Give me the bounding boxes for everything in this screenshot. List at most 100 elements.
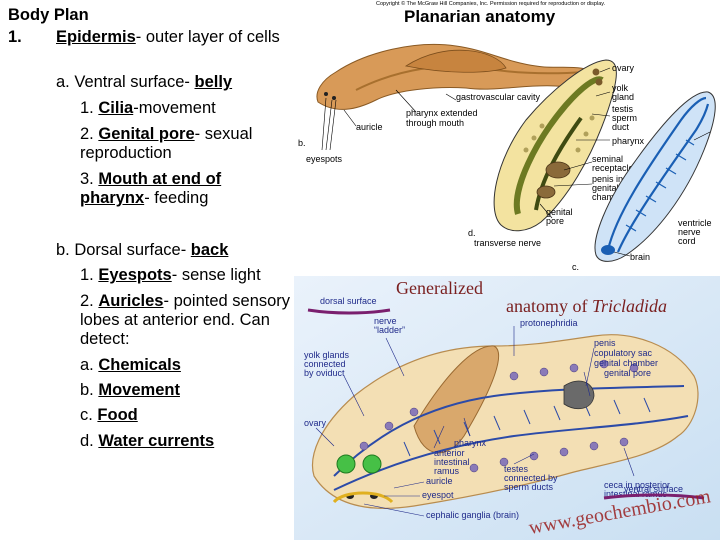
label-ramus: ramus (434, 466, 460, 476)
label-seminal: seminal (592, 154, 623, 164)
label-pharynx-extended: pharynx extended (406, 108, 478, 118)
label-brain: brain (630, 252, 650, 262)
item-num: 2. (80, 125, 99, 143)
label-chamber: chamber (592, 192, 627, 202)
copyright-notice: Copyright © The McGraw Hill Companies, I… (376, 0, 606, 7)
label-intestinal: intestinal (434, 457, 470, 467)
ventral-item-mouth: 3. Mouth at end of pharynx- feeding (80, 170, 260, 208)
label-transverse-nerve: transverse nerve (474, 238, 541, 248)
label-nerve: nerve (678, 227, 701, 237)
label-genital-2: genital (546, 207, 573, 217)
item-desc: - pointed sensory lobes at anterior end.… (80, 292, 291, 348)
label-duct: duct (612, 122, 630, 132)
planarian-whole-body (316, 43, 597, 110)
item-desc: - sexual reproduction (80, 125, 253, 162)
item-number: 1. (8, 28, 22, 46)
term-eyespots: Eyespots (98, 266, 172, 284)
label-auricle: auricle (356, 122, 383, 132)
tricladida-anatomy-figure: Generalized anatomy of Tricladida dorsal… (294, 276, 720, 540)
label-c: c. (572, 262, 579, 272)
label-cephalic-ganglia: cephalic ganglia (brain) (426, 510, 519, 520)
item-num: 3. (80, 170, 99, 188)
label-ovary-2: ovary (304, 418, 327, 428)
item-num: c. (80, 406, 98, 424)
term-auricles: Auricles (98, 292, 164, 310)
term-cilia: Cilia (98, 99, 134, 117)
item-desc: -movement (133, 99, 216, 117)
item-desc: - feeding (144, 189, 209, 207)
label-sperm-ducts: sperm ducts (504, 482, 554, 492)
item-num: 1. (80, 266, 99, 284)
detect-item-food: c. Food (80, 406, 138, 425)
term-movement: Movement (98, 381, 180, 399)
epidermis-item: Epidermis- outer layer of cells (56, 28, 286, 47)
label-eyespots: eyespots (306, 154, 343, 164)
ventral-surface-banner (603, 493, 705, 500)
ventral-item-cilia: 1. Cilia-movement (80, 99, 290, 118)
label-ventral-surface: ventral surface (624, 484, 683, 494)
item-num: 1. (80, 99, 99, 117)
term-genital-pore: Genital pore (98, 125, 195, 143)
dorsal-heading: b. Dorsal surface- back (56, 241, 228, 260)
label-d: d. (468, 228, 476, 238)
label-pharynx: pharynx (612, 136, 645, 146)
fig2-title-1: Generalized (396, 278, 483, 298)
label-sperm: sperm (612, 113, 637, 123)
planarian-anatomy-figure: Copyright © The McGraw Hill Companies, I… (296, 0, 720, 276)
label-testis: testis (612, 104, 634, 114)
label-pore: pore (546, 216, 564, 226)
dorsal-surface-banner (307, 308, 391, 315)
ventral-prefix: a. Ventral surface- (56, 73, 195, 91)
label-connected-by: connected by (504, 473, 558, 483)
label-eyespot: eyespot (422, 490, 454, 500)
label-penis-in: penis in (592, 174, 623, 184)
label-genital-pore: genital pore (604, 368, 651, 378)
term-water-currents: Water currents (98, 432, 215, 450)
term-chemicals: Chemicals (98, 356, 181, 374)
item-desc: - sense light (171, 266, 261, 284)
epidermis-desc: - outer layer of cells (135, 28, 280, 46)
label-b: b. (298, 138, 306, 148)
label-copulatory-sac: copulatory sac (594, 348, 653, 358)
fig2-title-3: Tricladida (592, 296, 667, 316)
fig2-title-2a: anatomy of (506, 296, 592, 316)
page-title: Body Plan (8, 6, 89, 24)
label-nerve-2: nerve (374, 316, 397, 326)
tricladida-body (311, 334, 699, 509)
label-testes: testes (504, 464, 529, 474)
label-yolk: yolk (612, 83, 629, 93)
label-anterior: anterior (434, 448, 465, 458)
term-back: back (190, 241, 229, 259)
item-num: d. (80, 432, 99, 450)
ventral-item-genital-pore: 2. Genital pore- sexual reproduction (80, 125, 290, 163)
term-epidermis: Epidermis (56, 28, 136, 46)
item-num: 2. (80, 292, 99, 310)
ventral-heading: a. Ventral surface- belly (56, 73, 232, 92)
item-num: b. (80, 381, 99, 399)
label-cord: cord (678, 236, 696, 246)
label-through-mouth: through mouth (406, 118, 464, 128)
label-pharynx-2: pharynx (454, 438, 487, 448)
label-gastrovascular-cavity: gastrovascular cavity (456, 92, 541, 102)
label-ventricle: ventricle (678, 218, 712, 228)
label-by-oviduct: by oviduct (304, 368, 345, 378)
label-gland: gland (612, 92, 634, 102)
term-belly: belly (194, 73, 233, 91)
label-ladder: “ladder” (374, 325, 405, 335)
label-connected: connected (304, 359, 346, 369)
detect-item-water-currents: d. Water currents (80, 432, 214, 451)
dorsal-item-eyespots: 1. Eyespots- sense light (80, 266, 295, 285)
label-ceca: ceca in posterior (604, 480, 670, 490)
dorsal-item-auricles: 2. Auricles- pointed sensory lobes at an… (80, 292, 295, 349)
dorsal-prefix: b. Dorsal surface- (56, 241, 191, 259)
label-yolk-glands: yolk glands (304, 350, 350, 360)
label-protonephridia: protonephridia (520, 318, 578, 328)
fig2-title-2: anatomy of Tricladida (506, 296, 667, 316)
term-mouth-pharynx: Mouth at end of pharynx (80, 170, 222, 207)
detect-item-chemicals: a. Chemicals (80, 356, 181, 375)
label-receptacle: receptacle (592, 163, 634, 173)
label-genital-chamber: genital chamber (594, 358, 658, 368)
label-dorsal-surface: dorsal surface (320, 296, 377, 306)
item-num: a. (80, 356, 99, 374)
planarian-reproductive-system (493, 59, 617, 232)
